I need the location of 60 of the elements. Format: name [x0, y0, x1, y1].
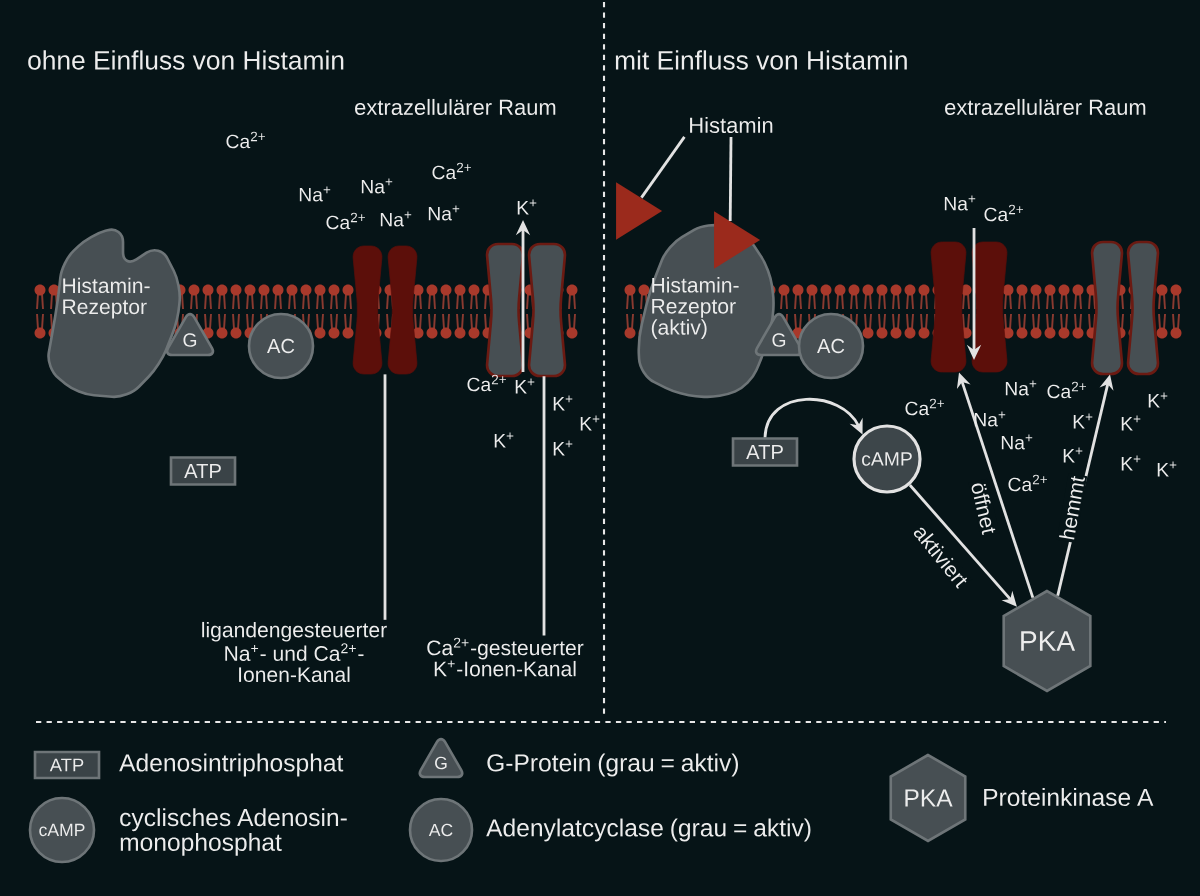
channel-label: ligandengesteuerter Na$^{+}$- und Ca$^{2+}$- Ionen-Kanal: [202, 621, 387, 683]
panel-heading: mit Einfluss von Histamin: [615, 50, 907, 70]
arrow: [763, 397, 863, 438]
histamine-triangle: [616, 182, 663, 240]
ion-label: K$^{+}$: [1148, 392, 1168, 408]
ion-label: Na$^{+}$: [428, 205, 460, 221]
atp-box: ATP: [731, 437, 799, 467]
atp-box: ATP: [169, 456, 237, 486]
ion-label: K$^{+}$: [553, 395, 573, 411]
ion-label: Ca$^{2+}$: [432, 162, 471, 180]
channel-label: Ca$^{2+}$-gesteuerter K$^{+}$-Ionen-Kanal: [427, 637, 584, 677]
ion-label: K$^{+}$: [517, 199, 537, 215]
ion-label: K$^{+}$: [1121, 455, 1141, 471]
ion-label: Na$^{+}$: [1005, 380, 1037, 396]
ion-label: K$^{+}$: [1121, 415, 1141, 431]
ion-label: Ca$^{2+}$: [905, 398, 944, 416]
ion-label: K$^{+}$: [580, 415, 600, 431]
ion-label: Na$^{+}$: [361, 178, 393, 194]
edge-label: öffnet: [968, 478, 1000, 538]
edge-label: hemmt: [1056, 472, 1088, 544]
ion-label: Ca$^{2+}$: [984, 204, 1023, 222]
ion-label: Na$^{+}$: [974, 411, 1006, 427]
region-label: extrazellulärer Raum: [945, 98, 1146, 116]
adenylatcyclase: AC: [247, 312, 315, 380]
histamin-label: Histamin: [690, 116, 773, 134]
ion-label: Na$^{+}$: [299, 186, 331, 202]
histamine-triangle: [714, 211, 761, 269]
ion-label: K$^{+}$: [1157, 461, 1177, 477]
adenylatcyclase: AC: [797, 312, 865, 380]
ion-label: K$^{+}$: [553, 440, 573, 456]
g-protein: G: [165, 312, 215, 357]
ion-label: K$^{+}$: [1073, 413, 1093, 429]
ion-label: K$^{+}$: [494, 432, 514, 448]
leader-line: [728, 136, 733, 221]
ion-label: Na$^{+}$: [380, 211, 412, 227]
ion-channel: [1090, 240, 1160, 376]
legend-text: Proteinkinase A: [984, 787, 1154, 807]
leader-line: [640, 136, 686, 199]
legend-text: G-Protein (grau = aktiv): [487, 753, 738, 777]
ion-label: Na$^{+}$: [944, 195, 976, 211]
leader-line: [542, 376, 546, 636]
ion-label: K$^{+}$: [1063, 447, 1083, 463]
g-protein: G: [754, 312, 804, 357]
ion-label: Ca$^{2+}$: [226, 131, 265, 149]
ion-label: Ca$^{2+}$: [1008, 474, 1047, 492]
pka-hexagon: PKA: [1002, 589, 1092, 693]
ion-label: Ca$^{2+}$: [326, 212, 365, 230]
ion-label: Na$^{+}$: [1001, 434, 1033, 450]
region-label: extrazellulärer Raum: [355, 98, 556, 116]
legend-text: Adenosintriphosphat: [119, 753, 344, 777]
ion-label: K$^{+}$: [515, 378, 535, 394]
leader-line: [383, 374, 387, 620]
panel-heading: ohne Einfluss von Histamin: [28, 50, 344, 70]
legend-text: cyclisches Adenosin- monophosphat: [120, 808, 347, 856]
ion-channel: [352, 245, 418, 375]
ion-channel: [930, 241, 1008, 373]
ion-label: Ca$^{2+}$: [467, 374, 506, 392]
ion-label: Ca$^{2+}$: [1047, 381, 1086, 399]
histamine-receptor: Histamin- Rezeptor: [47, 228, 182, 399]
legend-text: Adenylatcyclase (grau = aktiv): [486, 818, 811, 842]
